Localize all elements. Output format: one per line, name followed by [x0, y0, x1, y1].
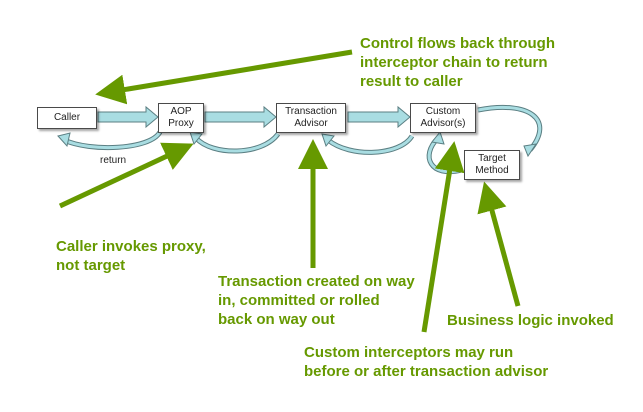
- annotation-transaction-created: Transaction created on way in, committed…: [218, 273, 415, 328]
- annotation-arrow-control-flow: [95, 49, 353, 105]
- annotation-custom-interceptors: Custom interceptors may run before or af…: [304, 344, 549, 380]
- return-loop-custom-to-advisor-fill: [327, 135, 414, 154]
- node-caller-label: Caller: [53, 112, 81, 123]
- return-arrowhead-caller: [57, 132, 71, 148]
- node-target-method-label: Target Method: [475, 153, 509, 176]
- flow-arrow-advisor-to-custom: [347, 105, 411, 129]
- node-aop-proxy: AOP Proxy: [158, 103, 204, 133]
- annotation-caller-invokes: Caller invokes proxy, not target: [56, 238, 206, 274]
- node-transaction-advisor-label: Transaction Advisor: [285, 106, 337, 129]
- annotation-arrow-caller-invokes: [58, 142, 194, 209]
- loop-target-to-custom-fill: [427, 136, 463, 174]
- node-custom-advisors-label: Custom Advisor(s): [420, 106, 466, 129]
- node-transaction-advisor: Transaction Advisor: [276, 103, 346, 133]
- node-target-method: Target Method: [464, 150, 520, 180]
- annotation-control-flow: Control flows back through interceptor c…: [360, 35, 555, 90]
- annotation-arrow-custom-interceptors: [421, 141, 465, 333]
- annotation-business-logic: Business logic invoked: [447, 312, 614, 329]
- return-loop-advisor-to-proxy-fill: [194, 133, 280, 153]
- node-aop-proxy-label: AOP Proxy: [168, 106, 194, 129]
- return-arrowhead-proxy: [189, 131, 203, 146]
- flow-arrow-proxy-to-advisor: [204, 105, 277, 129]
- loop-custom-to-target-fill: [477, 105, 542, 151]
- arrowhead-custom: [431, 130, 445, 145]
- annotation-arrow-business-logic: [477, 181, 521, 307]
- flow-arrow-caller-to-proxy: [97, 105, 159, 129]
- node-caller: Caller: [37, 107, 97, 129]
- return-loop-custom-to-advisor: [326, 134, 415, 155]
- node-custom-advisors: Custom Advisor(s): [410, 103, 476, 133]
- return-loop-proxy-to-caller-fill: [63, 131, 162, 149]
- arrowhead-target: [523, 143, 538, 158]
- edge-label-return: return: [100, 155, 127, 166]
